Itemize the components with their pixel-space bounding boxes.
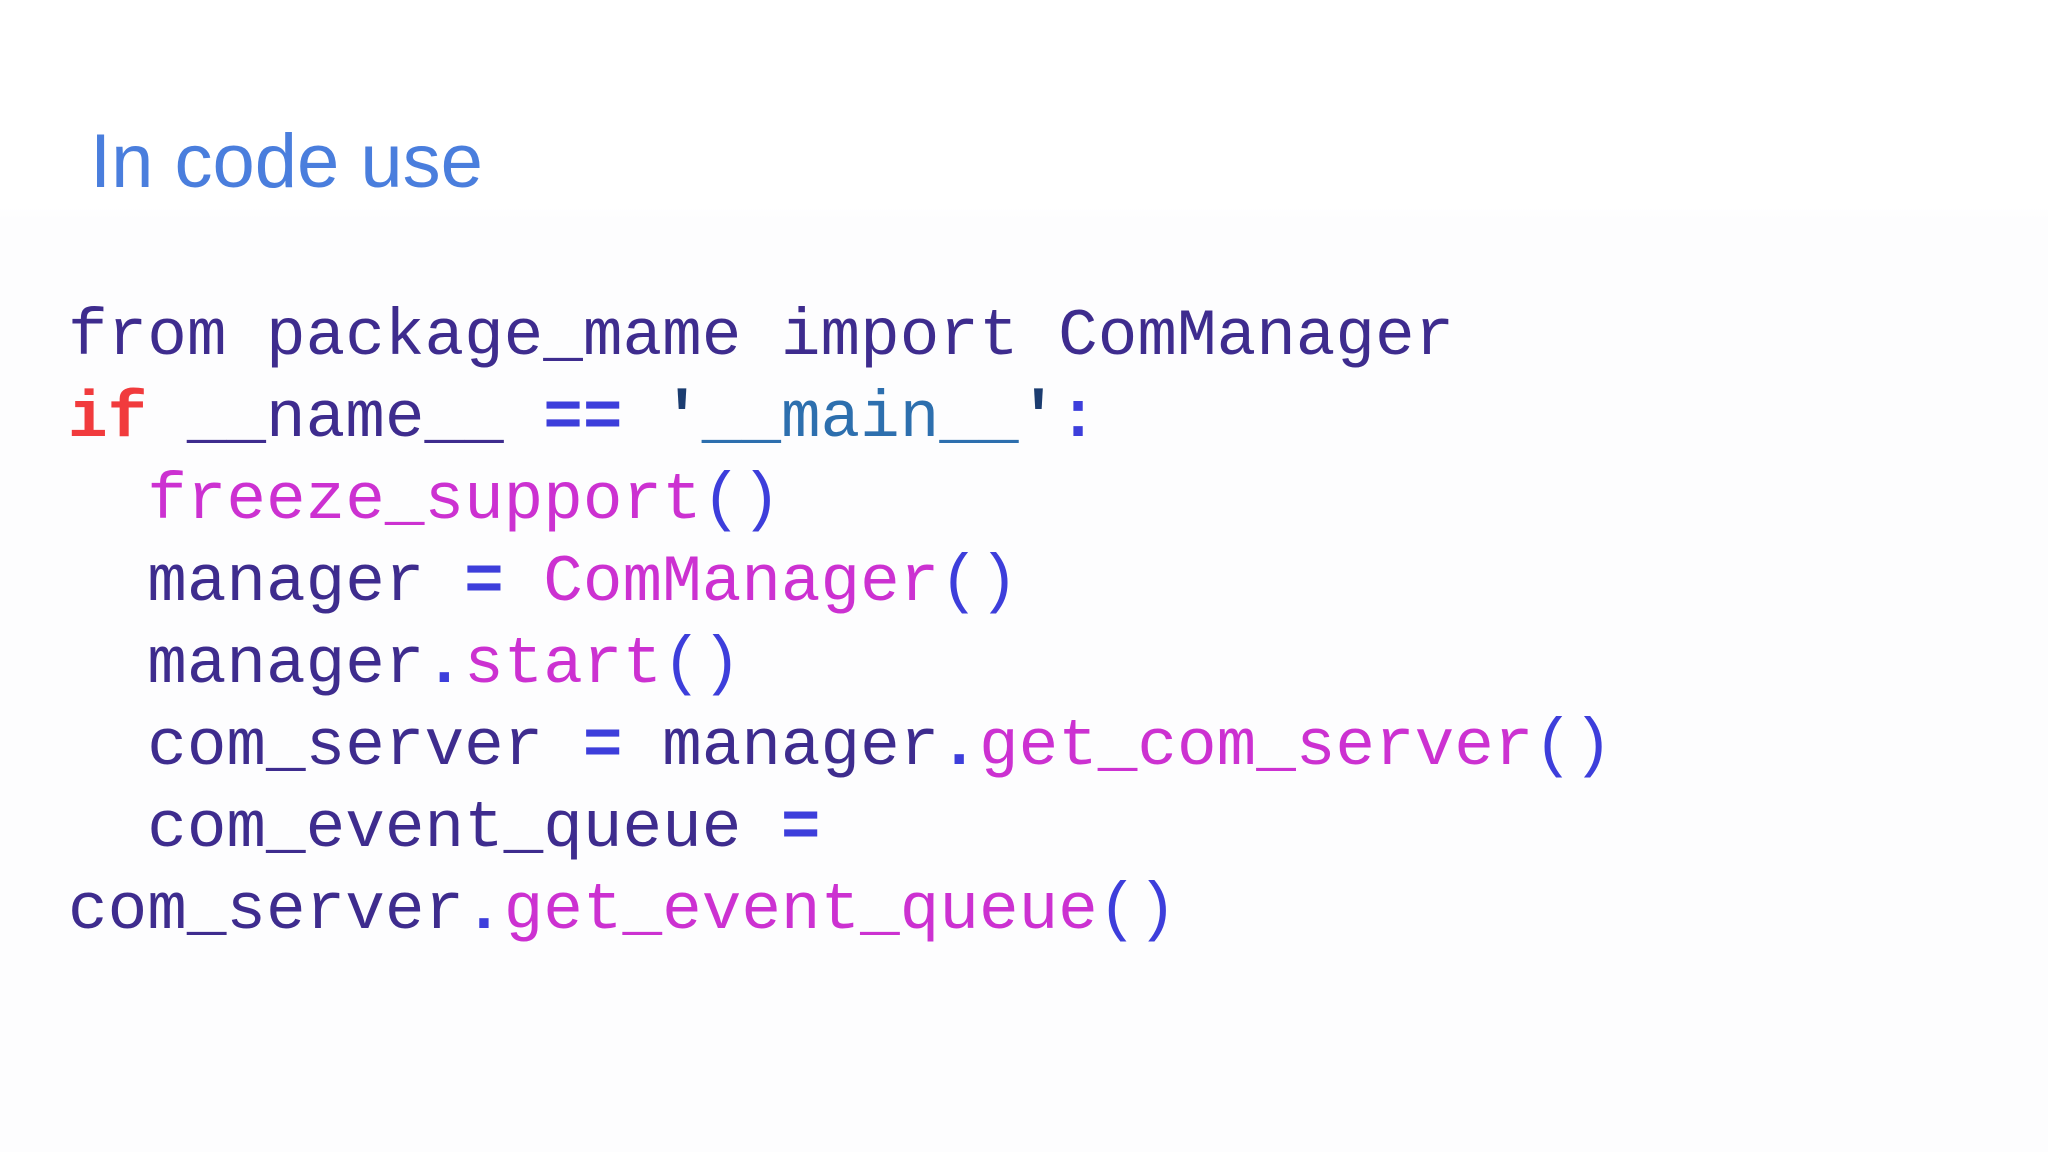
code-token-punct: == — [543, 381, 623, 456]
code-token-identifier: com_server — [68, 873, 465, 948]
code-token-punct: . — [939, 709, 979, 784]
code-token-function: start — [464, 627, 663, 702]
code-token-identifier: from package_mame import ComManager — [68, 299, 1455, 374]
code-token-punct: = — [464, 545, 504, 620]
code-line: com_server.get_event_queue() — [68, 870, 1613, 952]
code-token-function: get_com_server — [978, 709, 1534, 784]
code-token-identifier — [68, 463, 147, 538]
code-token-function: freeze_support — [147, 463, 702, 538]
code-token-function: ComManager — [543, 545, 940, 620]
code-token-identifier: com_server — [68, 709, 583, 784]
code-token-identifier: __name__ — [147, 381, 544, 456]
code-token-punct: () — [662, 627, 742, 702]
code-line: if __name__ == '__main__': — [68, 378, 1613, 460]
code-line: manager = ComManager() — [68, 542, 1613, 624]
code-token-punct: () — [1097, 873, 1178, 948]
code-token-quote: ' — [662, 381, 702, 456]
code-token-punct: = — [780, 791, 821, 866]
code-token-function: get_event_queue — [503, 873, 1098, 948]
code-line: com_server = manager.get_com_server() — [68, 706, 1613, 788]
code-token-identifier: com_event_queue — [68, 791, 781, 866]
code-token-string: __main__ — [701, 381, 1019, 456]
code-line: com_event_queue = — [68, 788, 1613, 870]
code-line: from package_mame import ComManager — [68, 296, 1613, 378]
code-token-identifier — [504, 545, 544, 620]
code-token-punct: : — [1058, 381, 1098, 456]
code-token-keyword: if — [68, 381, 148, 456]
code-token-punct: () — [1533, 709, 1613, 784]
code-token-identifier: manager — [622, 709, 940, 784]
code-token-identifier: manager — [68, 627, 425, 702]
code-token-quote: ' — [1018, 381, 1059, 456]
page-title: In code use — [90, 119, 483, 204]
code-token-punct: . — [464, 873, 504, 948]
code-token-punct: . — [424, 627, 465, 702]
code-token-identifier: manager — [68, 545, 465, 620]
code-token-punct: () — [939, 545, 1019, 620]
code-line: freeze_support() — [68, 460, 1613, 542]
code-token-identifier — [623, 381, 663, 456]
code-token-punct: = — [582, 709, 623, 784]
code-token-punct: () — [701, 463, 781, 538]
code-line: manager.start() — [68, 624, 1613, 706]
